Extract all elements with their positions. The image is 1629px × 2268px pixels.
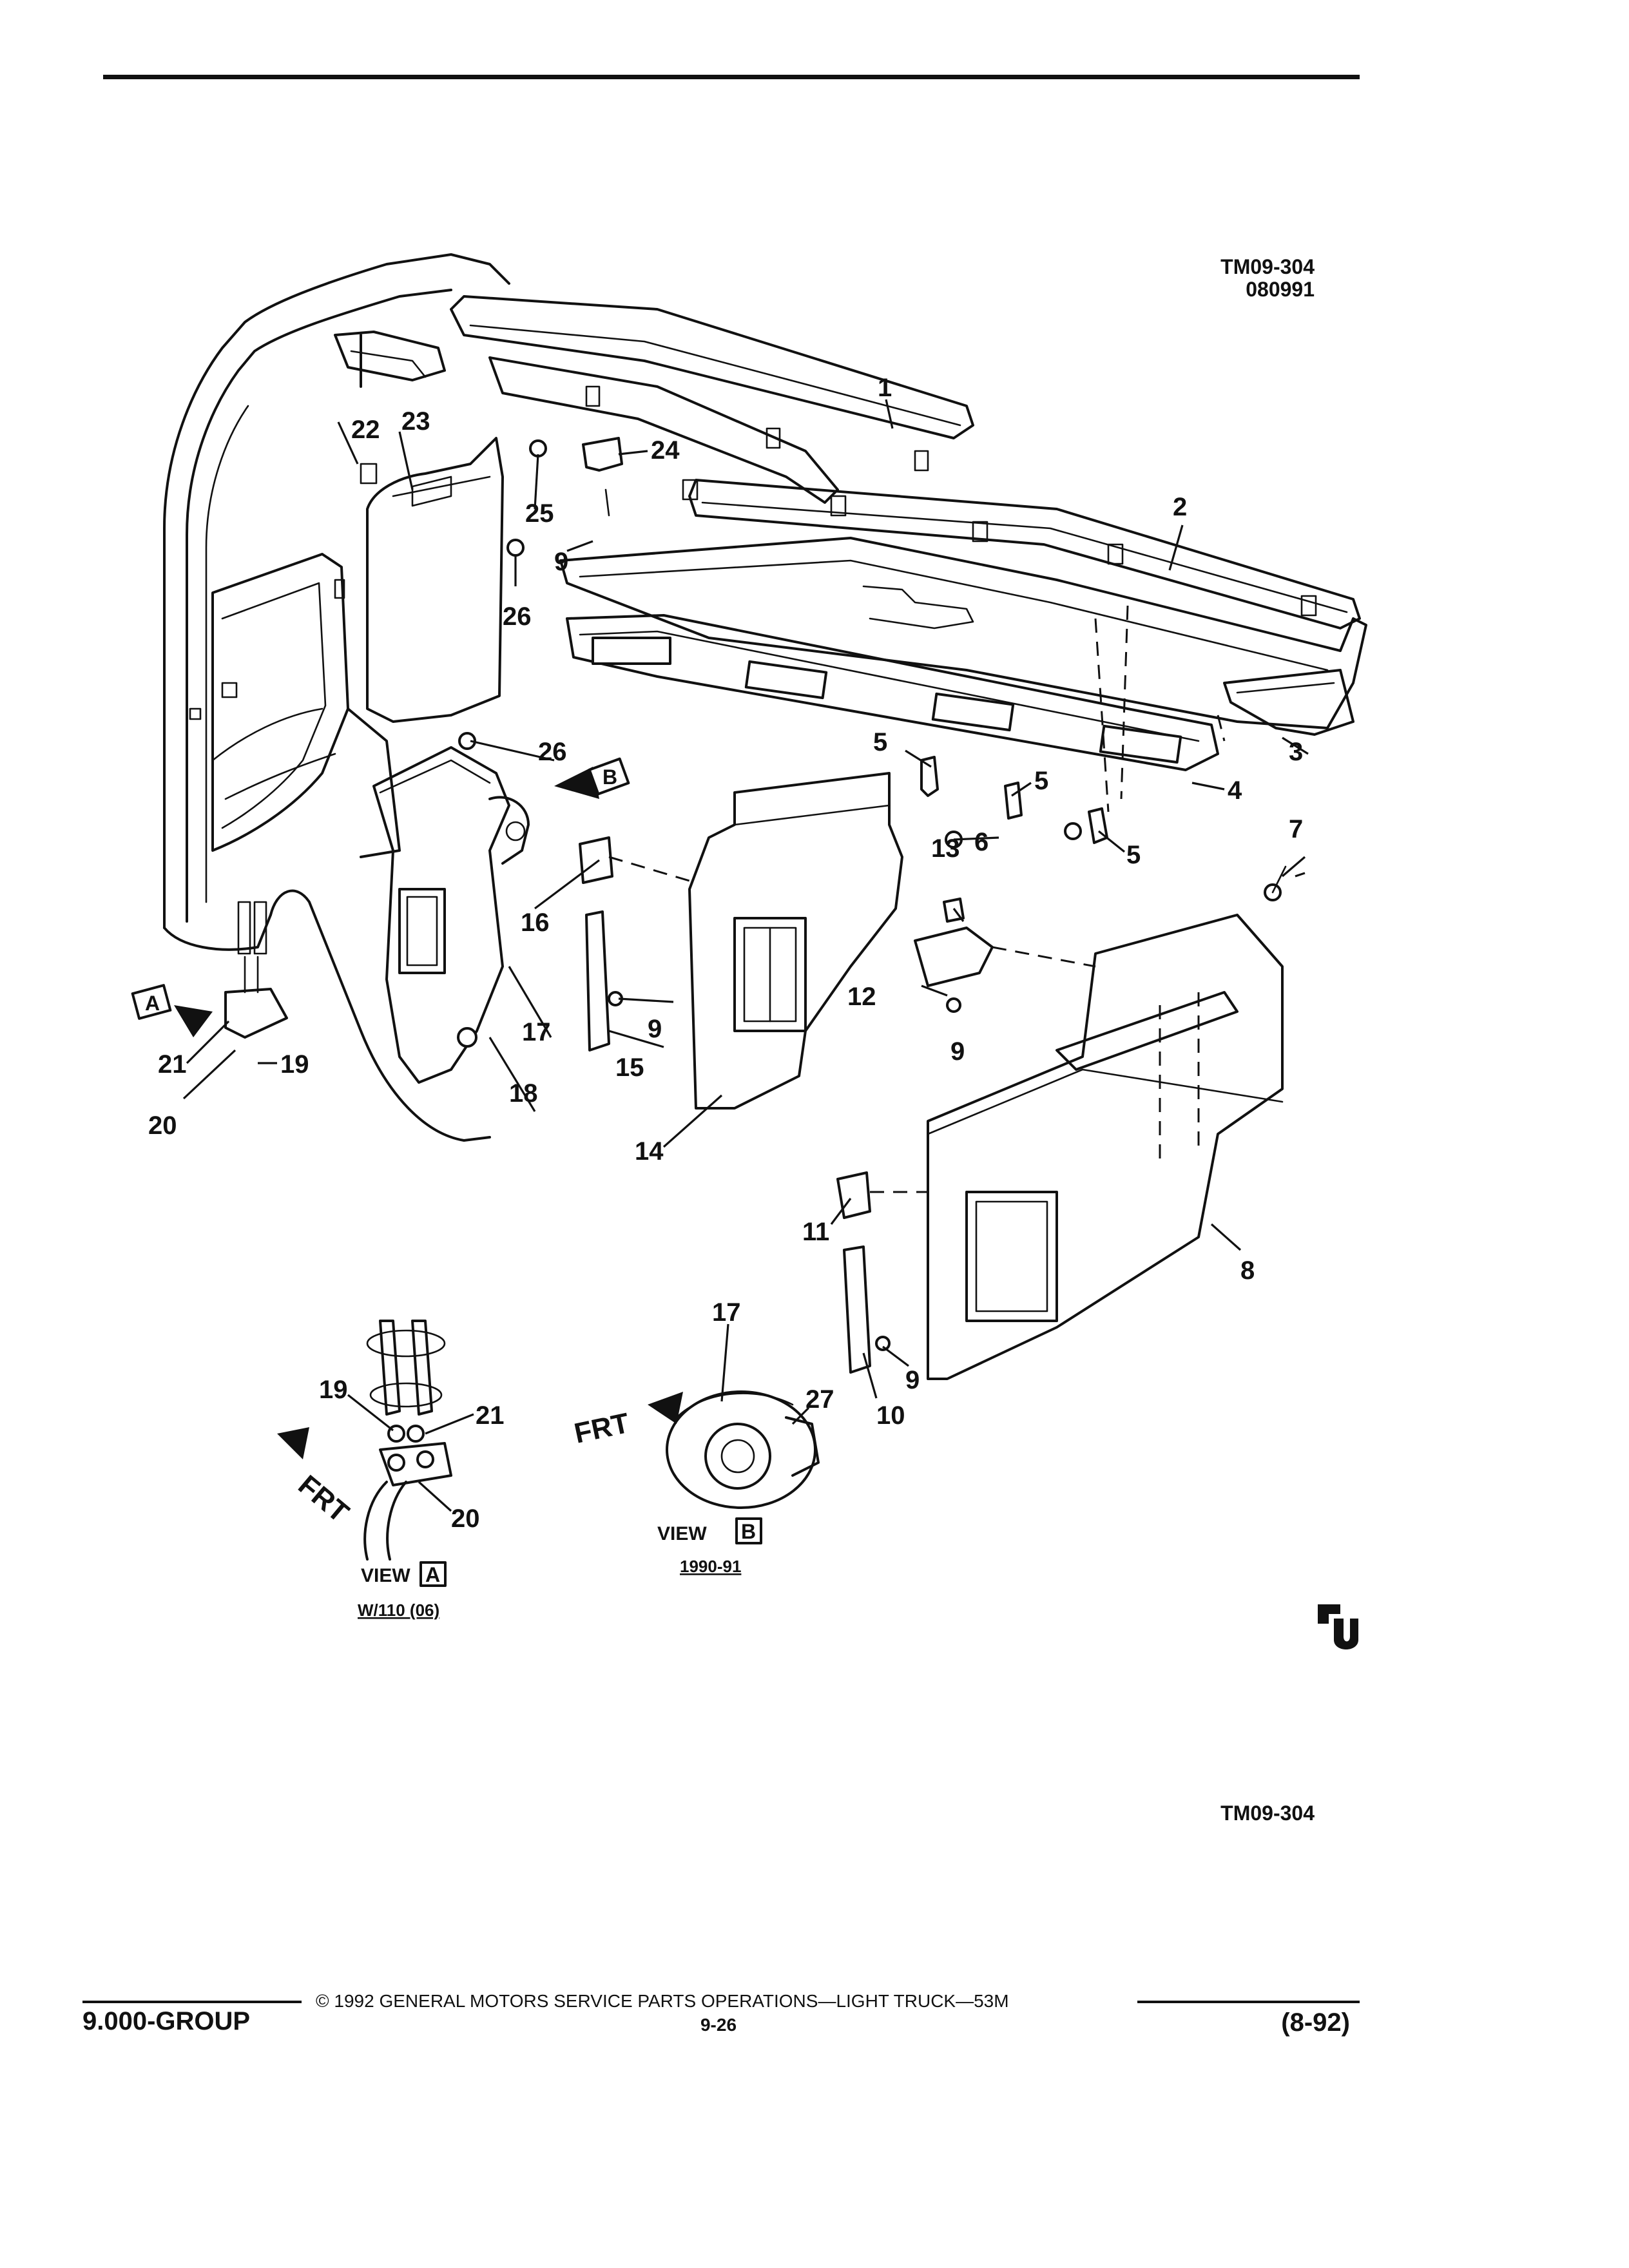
footer-rule-right [1137,2001,1360,2003]
callout-12: 12 [847,983,876,1011]
callout-15: 15 [615,1053,644,1082]
part-14-rear-quarter-trim [688,772,903,1110]
view-b-callout-17: 17 [712,1298,741,1327]
assembly-studs [224,901,288,1039]
callout-4: 4 [1228,776,1242,805]
callout-10: 10 [876,1401,905,1430]
callout-7: 7 [1289,815,1303,843]
view-b-callout-27: 27 [805,1385,834,1414]
callout-labels: 1 2 3 4 5 5 5 6 7 8 9 9 9 9 10 11 12 13 … [148,374,1303,1430]
view-a-callout-21: 21 [476,1401,505,1430]
mounting-brackets [579,836,994,1374]
view-a-callout-19: 19 [319,1376,348,1404]
callout-9d: 9 [905,1366,920,1394]
footer-group: 9.000-GROUP [82,2007,250,2035]
view-a-letter: A [425,1563,440,1586]
callout-21: 21 [158,1050,187,1079]
fasteners [457,439,1287,1351]
callout-1: 1 [878,374,892,402]
callout-5a: 5 [873,728,887,756]
view-a-title: VIEW [361,1565,410,1586]
view-a-indicator: A [131,984,213,1037]
footer-revision: (8-92) [1281,2008,1350,2037]
callout-2: 2 [1173,493,1187,521]
part-17-lower-pillar-trim [372,746,530,1084]
view-b-frt-label: FRT [572,1407,632,1450]
callout-22: 22 [351,416,380,444]
cab-interior-outline [163,253,510,1142]
part-2-header-panel [559,479,1367,729]
callout-26a: 26 [503,602,532,631]
footer-copyright: © 1992 GENERAL MOTORS SERVICE PARTS OPER… [316,1991,1009,2011]
drawing-number: TM09-304 [1220,255,1315,278]
callout-14: 14 [635,1137,664,1166]
gm-spo-logo [1318,1604,1358,1649]
view-a-callout-20: 20 [451,1504,480,1533]
view-b-indicator-letter: B [602,765,617,789]
part-4-lamp-panel [566,614,1219,771]
view-b-letter: B [741,1520,756,1543]
footer-page-number: 9-26 [700,2015,737,2035]
drawing-date: 080991 [1246,278,1315,301]
callout-26b: 26 [538,738,567,766]
callout-16: 16 [521,908,550,937]
view-b-detail: FRT 17 27 VIEW B 1990-91 [572,1298,834,1576]
footer-rule-left [82,2001,302,2003]
callout-5c: 5 [1126,841,1141,869]
leader-lines [182,399,1309,1399]
part-23-upper-pillar-trim [360,437,504,723]
view-b-indicator: B [554,757,630,799]
view-a-indicator-letter: A [145,992,160,1015]
callout-17: 17 [522,1018,551,1046]
view-b-qualifier: 1990-91 [680,1557,741,1576]
callout-9b: 9 [648,1015,662,1043]
part-3-end-trim [1223,669,1354,736]
callout-9a: 9 [554,548,568,576]
page-footer: 9.000-GROUP © 1992 GENERAL MOTORS SERVIC… [82,1991,1360,2037]
callout-18: 18 [509,1079,538,1108]
assembly-dashed-lines [608,605,1226,1193]
callout-20: 20 [148,1111,177,1140]
callout-24: 24 [651,436,680,465]
drawing-number-bottom: TM09-304 [1220,1802,1315,1825]
callout-3: 3 [1289,738,1303,766]
callout-8: 8 [1240,1256,1255,1285]
callout-5b: 5 [1034,767,1048,795]
callout-23: 23 [401,407,430,436]
callout-11: 11 [802,1218,829,1246]
callout-19: 19 [280,1050,309,1079]
callout-9c: 9 [950,1037,965,1066]
view-a-qualifier: W/110 (06) [358,1600,439,1620]
part-1-roof-rail [334,295,974,504]
callout-13: 13 [931,834,960,863]
view-b-title: VIEW [657,1523,707,1544]
view-a-frt-label: FRT [293,1469,355,1529]
part-8-cargo-side-trim [927,914,1284,1380]
callout-25: 25 [525,499,554,528]
top-rule [103,75,1360,79]
callout-6: 6 [974,828,988,856]
view-a-detail: FRT 19 21 20 VIEW A W/110 (06) [277,1320,505,1620]
part-24-bracket [582,437,623,472]
